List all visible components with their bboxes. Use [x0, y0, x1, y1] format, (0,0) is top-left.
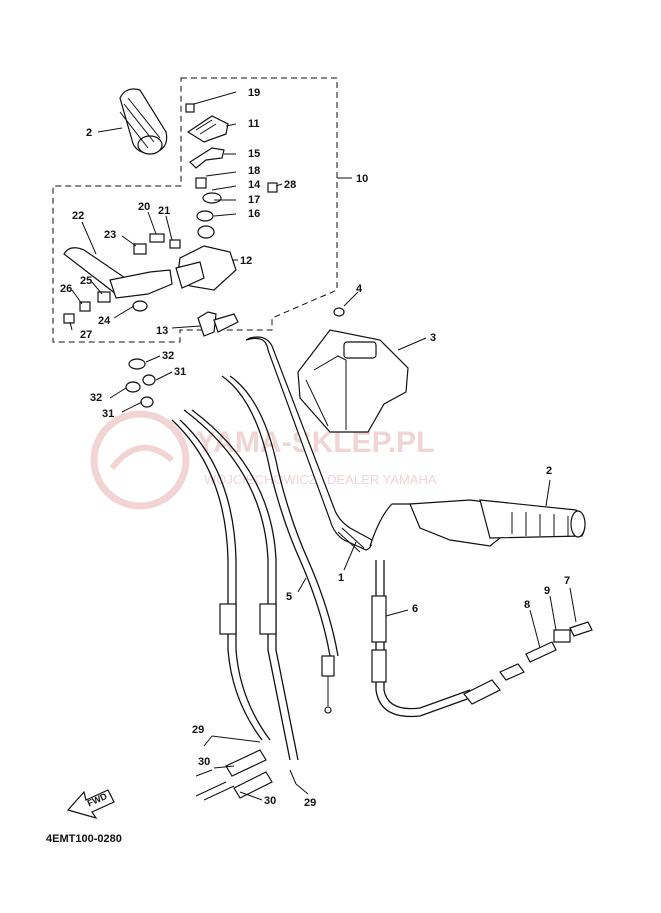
small-hardware — [195, 177, 278, 239]
callout-11: 11 — [248, 118, 260, 130]
callout-21: 21 — [158, 205, 170, 217]
callout-15: 15 — [248, 148, 260, 160]
callout-1: 1 — [338, 572, 344, 584]
group-outline-10 — [52, 77, 338, 343]
callout-29-bottom: 29 — [304, 797, 316, 809]
callout-25: 25 — [80, 275, 92, 287]
callout-7: 7 — [564, 575, 570, 587]
leader-lines — [69, 91, 577, 801]
throttle-cable-end — [463, 621, 593, 705]
callout-6: 6 — [412, 603, 418, 615]
callout-24: 24 — [98, 315, 111, 327]
callout-3: 3 — [430, 332, 436, 344]
callout-9: 9 — [544, 585, 550, 597]
bracket — [197, 311, 239, 337]
switch-cover-assembly — [185, 103, 229, 169]
callout-28: 28 — [284, 179, 296, 191]
callout-32-top: 32 — [162, 350, 174, 362]
callout-17: 17 — [248, 194, 260, 206]
lever-holder-assembly — [63, 233, 237, 299]
brake-cables — [171, 409, 299, 801]
callout-30-top: 30 — [198, 756, 210, 768]
cable-5 — [221, 375, 339, 714]
handlebar — [245, 336, 418, 553]
callout-2-right: 2 — [546, 465, 552, 477]
callout-numbers: 2 19 11 15 18 14 17 16 28 10 12 22 20 21… — [60, 87, 570, 809]
callout-5: 5 — [286, 591, 292, 603]
callout-32-bottom: 32 — [90, 392, 102, 404]
callout-19: 19 — [248, 87, 260, 99]
callout-30-bottom: 30 — [264, 795, 276, 807]
throttle-cable — [371, 560, 471, 718]
callout-16: 16 — [248, 208, 260, 220]
watermark: YAMA-SKLEP.PL WOJCIECHOWICZ | DEALER YAM… — [90, 410, 437, 510]
callout-22: 22 — [72, 210, 84, 222]
callout-14: 14 — [248, 179, 261, 191]
callout-12: 12 — [240, 255, 252, 267]
diagram-code: 4EMT100-0280 — [46, 833, 122, 845]
callout-18: 18 — [248, 165, 260, 177]
callout-8: 8 — [524, 599, 530, 611]
lever-bolts — [63, 291, 148, 324]
right-grip — [409, 499, 586, 547]
handlebar-cover — [297, 307, 409, 433]
callout-10: 10 — [356, 173, 368, 185]
callout-26: 26 — [60, 283, 72, 295]
callout-4: 4 — [356, 283, 363, 295]
callout-27: 27 — [80, 329, 92, 341]
callout-31-top: 31 — [174, 366, 186, 378]
callout-20: 20 — [138, 201, 150, 213]
left-grip — [119, 88, 168, 155]
callout-2-left: 2 — [86, 127, 92, 139]
callout-23: 23 — [104, 229, 116, 241]
locknuts — [125, 358, 156, 408]
callout-31-bottom: 31 — [102, 408, 114, 420]
callout-29-top: 29 — [192, 724, 204, 736]
fwd-arrow: FWD — [66, 789, 115, 820]
watermark-brand: YAMA-SKLEP.PL — [196, 426, 434, 459]
callout-13: 13 — [156, 325, 168, 337]
